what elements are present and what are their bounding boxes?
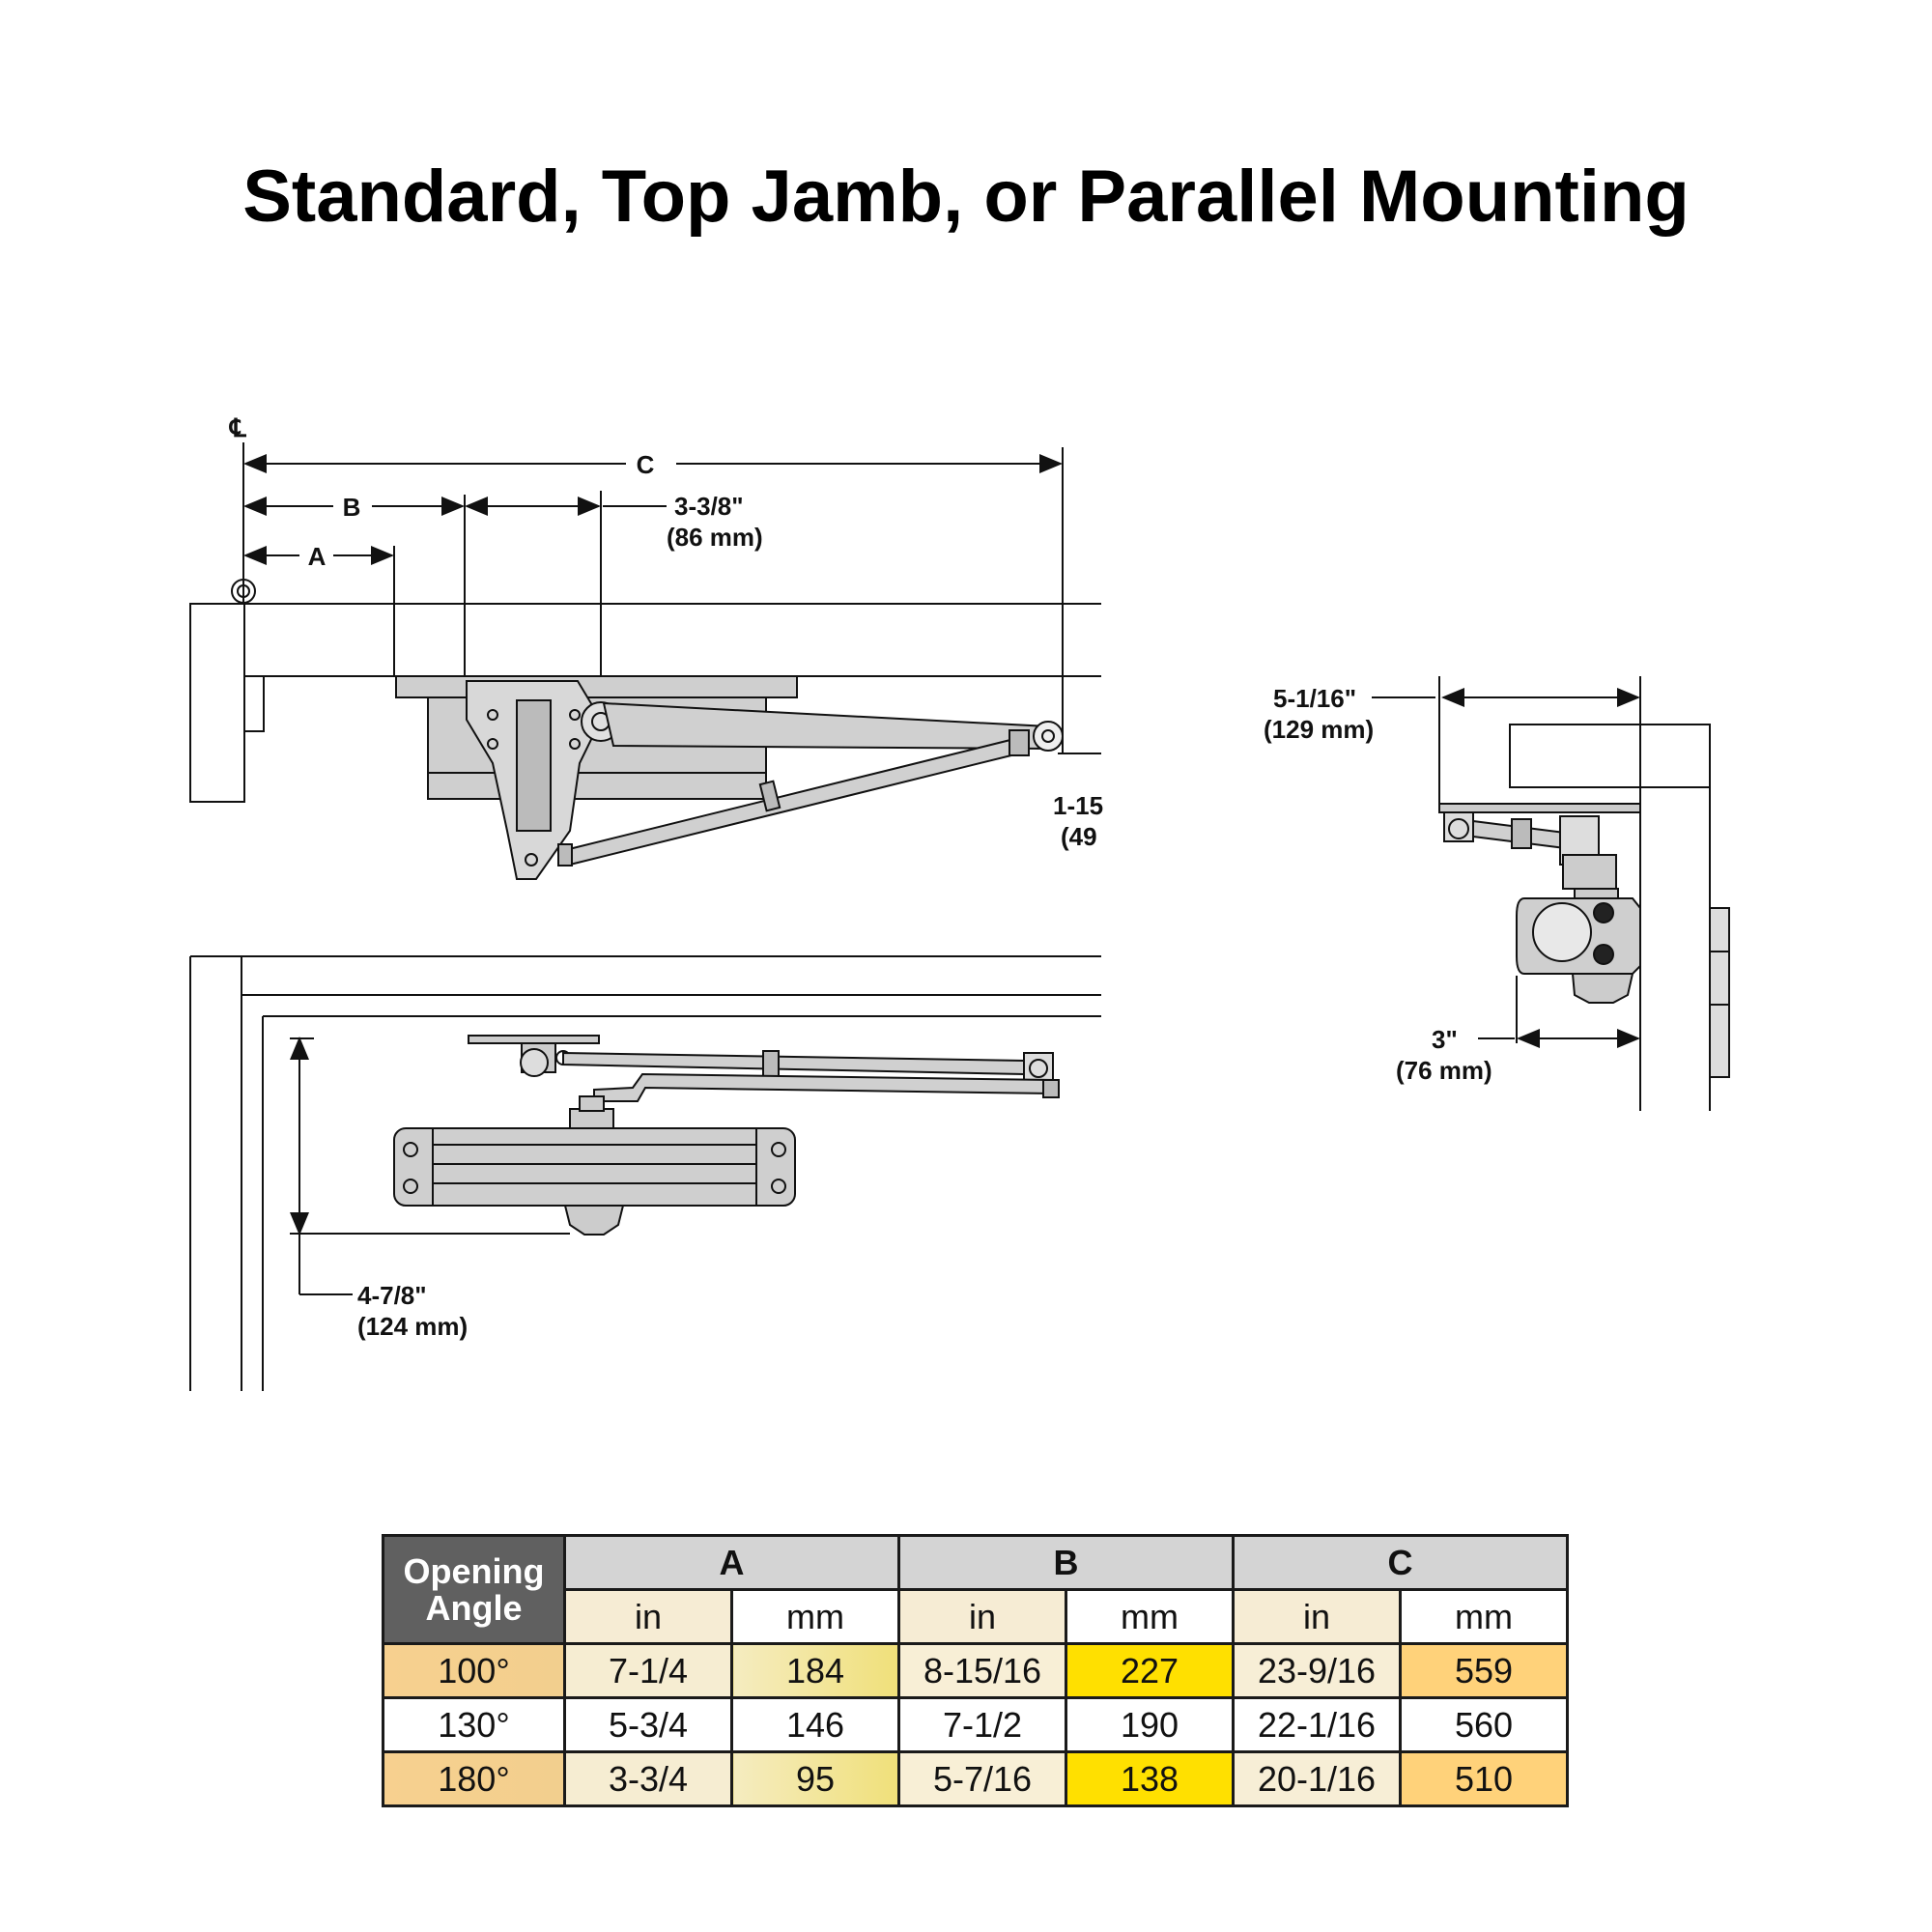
table-cell: 3-3/4 bbox=[563, 1750, 733, 1807]
table-cell: 560 bbox=[1399, 1696, 1569, 1753]
dim-1-15-in: 1-15 bbox=[1053, 791, 1103, 820]
cell-angle: 180° bbox=[382, 1750, 566, 1807]
centerline-symbol: ℄ bbox=[229, 413, 247, 442]
dim-3-3-8-in: 3-3/8" bbox=[674, 492, 744, 521]
table-cell: 7-1/2 bbox=[897, 1696, 1067, 1753]
table-cell: 95 bbox=[730, 1750, 900, 1807]
dim-3-in: 3" bbox=[1432, 1025, 1458, 1054]
dim-3-mm: (76 mm) bbox=[1396, 1056, 1492, 1085]
end-view: 5-1/16" (129 mm) 3" (76 mm) bbox=[1264, 676, 1730, 1111]
end-bracket bbox=[1438, 803, 1641, 813]
side-forearm bbox=[593, 1072, 1054, 1102]
cell-angle: 100° bbox=[382, 1642, 566, 1699]
end-door-hinge bbox=[1709, 907, 1730, 1078]
table-header-units: in mm in mm in mm bbox=[384, 1588, 1569, 1645]
table-cell: 23-9/16 bbox=[1232, 1642, 1402, 1699]
header-unit: in bbox=[563, 1588, 733, 1645]
table-row: 180° 3-3/4 95 5-7/16 138 20-1/16 510 bbox=[382, 1750, 1569, 1807]
header-group-a: A bbox=[563, 1534, 900, 1591]
header-unit: mm bbox=[1065, 1588, 1235, 1645]
table-row: 100° 7-1/4 184 8-15/16 227 23-9/16 559 bbox=[382, 1642, 1569, 1699]
door-frame-jamb bbox=[189, 603, 245, 803]
main-arm bbox=[602, 701, 1049, 751]
header-unit: in bbox=[1232, 1588, 1402, 1645]
cell-angle: 130° bbox=[382, 1696, 566, 1753]
table-cell: 227 bbox=[1065, 1642, 1235, 1699]
side-main-arm bbox=[562, 1051, 1025, 1076]
header-group-c: C bbox=[1232, 1534, 1569, 1591]
header-group-b: B bbox=[897, 1534, 1235, 1591]
table-cell: 510 bbox=[1399, 1750, 1569, 1807]
dim-4-7-8-in: 4-7/8" bbox=[357, 1281, 427, 1310]
table-row: 130° 5-3/4 146 7-1/2 190 22-1/16 560 bbox=[382, 1696, 1569, 1753]
table-cell: 5-3/4 bbox=[563, 1696, 733, 1753]
table-cell: 184 bbox=[730, 1642, 900, 1699]
page-title: Standard, Top Jamb, or Parallel Mounting bbox=[242, 156, 1690, 238]
top-view: ℄ bbox=[189, 413, 1103, 880]
header-unit: in bbox=[897, 1588, 1067, 1645]
dim-3-3-8-mm: (86 mm) bbox=[667, 523, 763, 552]
table-cell: 190 bbox=[1065, 1696, 1235, 1753]
dim-b-label: B bbox=[343, 493, 361, 522]
mounting-diagram: ℄ bbox=[189, 413, 1730, 1391]
table-cell: 146 bbox=[730, 1696, 900, 1753]
end-frame-head bbox=[1509, 724, 1711, 788]
closer-body-side bbox=[393, 1127, 796, 1207]
dim-1-15-mm: (49 bbox=[1061, 822, 1097, 851]
table-cell: 22-1/16 bbox=[1232, 1696, 1402, 1753]
dim-c-label: C bbox=[637, 450, 655, 479]
table-cell: 7-1/4 bbox=[563, 1642, 733, 1699]
table-cell: 8-15/16 bbox=[897, 1642, 1067, 1699]
spec-table: Opening Angle A B C in mm in mm in mm 10… bbox=[382, 1534, 1569, 1807]
soffit-bracket bbox=[468, 1035, 600, 1044]
dim-4-7-8-mm: (124 mm) bbox=[357, 1312, 468, 1341]
table-cell: 20-1/16 bbox=[1232, 1750, 1402, 1807]
dim-5-1-16-in: 5-1/16" bbox=[1273, 684, 1356, 713]
table-cell: 559 bbox=[1399, 1642, 1569, 1699]
header-unit: mm bbox=[730, 1588, 900, 1645]
dim-a-label: A bbox=[308, 542, 327, 571]
header-unit: mm bbox=[1399, 1588, 1569, 1645]
dim-5-1-16-mm: (129 mm) bbox=[1264, 715, 1374, 744]
side-view: 4-7/8" (124 mm) bbox=[189, 955, 1101, 1391]
table-header-groups: Opening Angle A B C bbox=[382, 1534, 1569, 1645]
table-cell: 138 bbox=[1065, 1750, 1235, 1807]
closer-valve-cap bbox=[563, 1205, 625, 1236]
header-opening-angle: Opening Angle bbox=[382, 1534, 566, 1645]
table-cell: 5-7/16 bbox=[897, 1750, 1067, 1807]
